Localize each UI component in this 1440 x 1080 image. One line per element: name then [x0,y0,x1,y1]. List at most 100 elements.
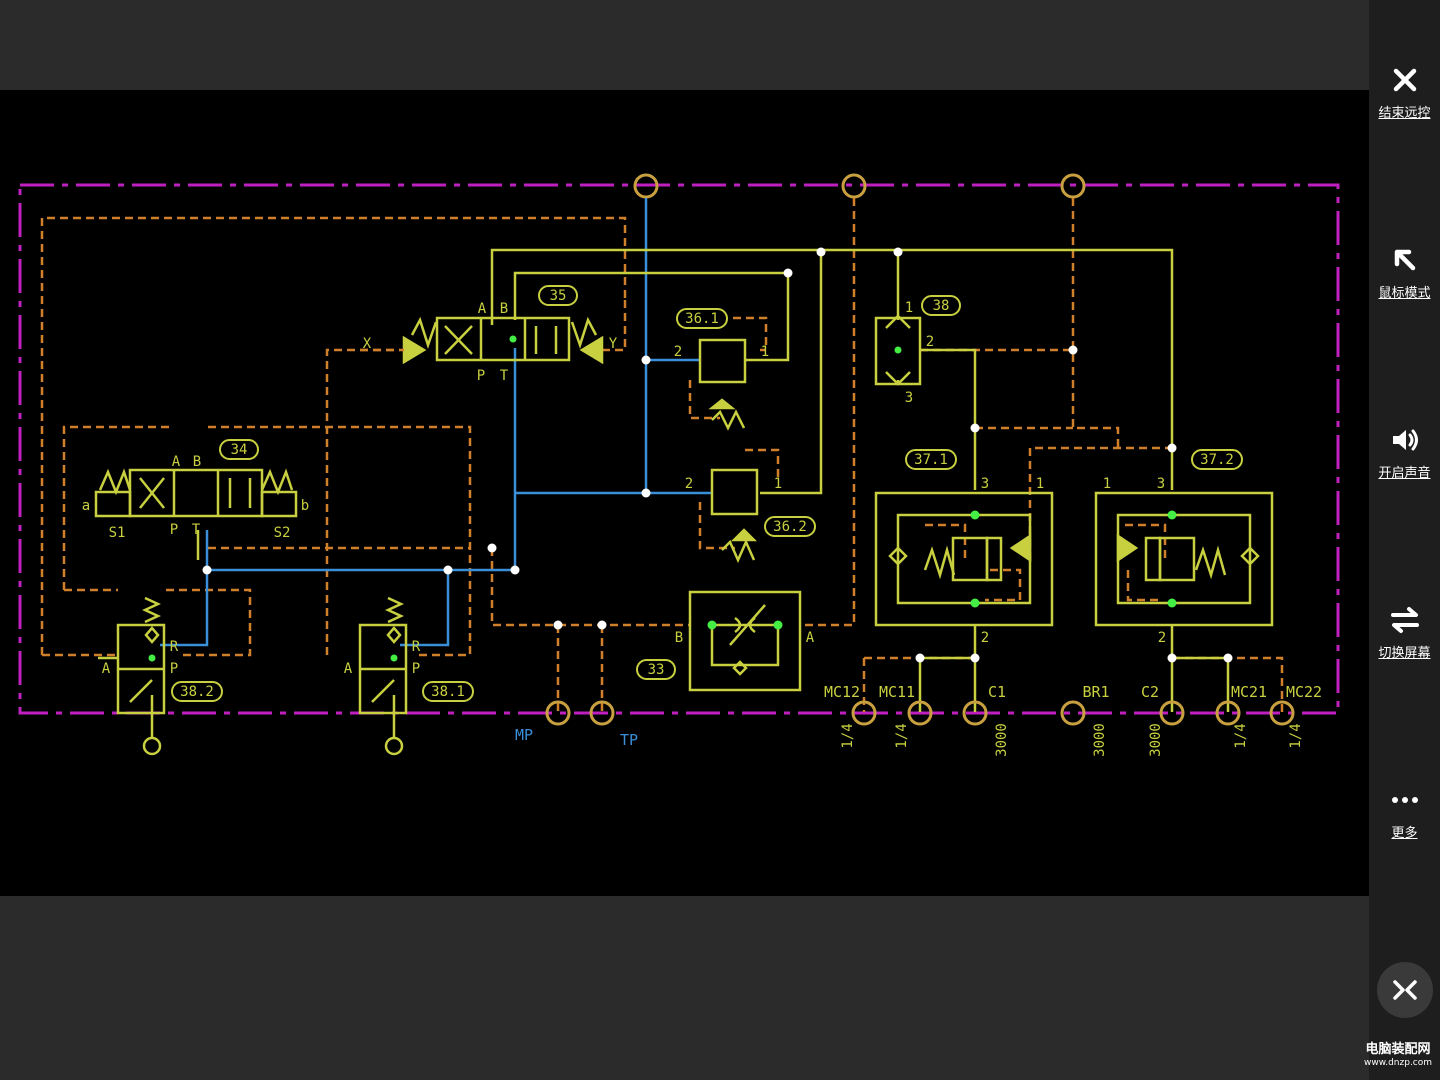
tag-38-1: 38.1 [431,684,465,700]
junction-nodes-white [202,247,1233,663]
tag-35: 35 [550,288,567,304]
tag-36-2: 36.2 [773,519,807,535]
size-mc12: 1/4 [840,723,856,748]
end-remote-button[interactable]: 结束远控 [1369,64,1440,144]
valve-38-1 [358,596,408,756]
port-c2: C2 [1141,683,1159,701]
tag-38: 38 [933,298,950,314]
tag-38-2: 38.2 [180,684,214,700]
speaker-icon [1392,429,1418,451]
remote-control-sidebar: 结束远控 鼠标模式 开启声音 切换屏幕 更多 [1369,0,1440,1080]
label-p362-2: 2 [685,476,693,492]
top-ports [633,173,1086,199]
port-mc21: MC21 [1231,683,1267,701]
port-mc11: MC11 [879,683,915,701]
label-b34: B [193,454,201,470]
valve-block-37-1 [874,491,1054,627]
valve-36-2 [710,468,759,564]
label-s2: S2 [274,525,291,541]
valve-block-37-2 [1094,491,1274,627]
mouse-mode-label: 鼠标模式 [1378,286,1431,301]
label-p372-3: 3 [1157,476,1165,492]
system-boundary [18,183,1340,715]
label-p371-1: 1 [1036,476,1044,492]
sound-on-label: 开启声音 [1378,466,1431,481]
collapse-toolbar-button[interactable] [1377,962,1433,1018]
end-remote-label: 结束远控 [1378,106,1431,121]
valve-35 [360,316,604,365]
watermark-url: www.dnzp.com [1363,1058,1433,1068]
label-a35: A [478,301,487,317]
switch-screen-button[interactable]: 切换屏幕 [1369,604,1440,684]
flow-control-33 [688,590,802,692]
label-sa: a [82,498,90,514]
port-c1: C1 [988,683,1006,701]
valve-36-1 [698,338,747,431]
tag-33: 33 [648,662,665,678]
label-p34: P [170,522,178,538]
label-a382: A [102,661,111,677]
remote-screen-viewport[interactable]: 35 36.1 36.2 34 38 37.1 37.2 33 38.2 38.… [0,90,1369,896]
label-p372-2: 2 [1158,630,1166,646]
watermark: 电脑装配网 www.dnzp.com [1356,1042,1440,1069]
label-t34: T [192,522,201,538]
label-p381: P [412,661,420,677]
tank-lines [160,198,712,647]
tag-34: 34 [231,442,248,458]
label-p361-2: 2 [674,344,682,360]
label-p372-1: 1 [1103,476,1111,492]
swap-arrows-icon [1390,607,1419,633]
label-a34: A [172,454,181,470]
bottom-ports [545,700,1295,726]
port-br1: BR1 [1082,683,1109,701]
label-s1: S1 [109,525,126,541]
collapse-arrows-icon [1393,980,1417,1000]
size-mc22: 1/4 [1288,723,1304,748]
tag-37-1: 37.1 [914,452,948,468]
size-mc21: 1/4 [1233,723,1249,748]
label-b33: B [675,630,683,646]
size-c2: 3000 [1148,723,1164,757]
label-a33: A [806,630,815,646]
close-icon [1393,68,1416,92]
label-x: X [363,336,372,352]
component-tags [171,285,1243,702]
size-mc11: 1/4 [894,723,910,748]
valve-34 [94,468,298,518]
label-p362-1: 1 [774,476,782,492]
label-p371-3: 3 [981,476,989,492]
more-button[interactable]: 更多 [1369,784,1440,864]
label-p361-1: 1 [761,344,769,360]
mouse-mode-button[interactable]: 鼠标模式 [1369,244,1440,324]
label-t35: T [500,368,509,384]
label-y: Y [609,336,618,352]
label-r381: R [412,639,421,655]
cursor-arrow-icon [1394,249,1415,271]
label-a381: A [344,661,353,677]
port-mp: MP [515,726,533,744]
label-sb: b [301,498,309,514]
valve-38-2 [98,596,166,756]
port-mc22: MC22 [1286,683,1322,701]
port-mc12: MC12 [824,683,860,701]
label-p38-2: 2 [926,334,934,350]
hydraulic-schematic: 35 36.1 36.2 34 38 37.1 37.2 33 38.2 38.… [18,173,1340,757]
more-dots-icon [1391,797,1418,803]
size-br1: 3000 [1092,723,1108,757]
sound-on-button[interactable]: 开启声音 [1369,424,1440,504]
switch-screen-label: 切换屏幕 [1378,646,1431,661]
more-label: 更多 [1391,826,1418,841]
valve-38 [874,314,922,386]
label-p382: P [170,661,178,677]
port-tp: TP [620,731,638,749]
label-p38-1: 1 [905,300,913,316]
pilot-lines [40,198,1284,712]
tag-37-2: 37.2 [1200,452,1234,468]
tag-36-1: 36.1 [685,311,719,327]
label-p371-2: 2 [981,630,989,646]
junction-nodes-green [148,335,1177,662]
label-p35: P [477,368,485,384]
label-b35: B [500,301,508,317]
watermark-name: 电脑装配网 [1365,1042,1431,1057]
size-c1: 3000 [994,723,1010,757]
